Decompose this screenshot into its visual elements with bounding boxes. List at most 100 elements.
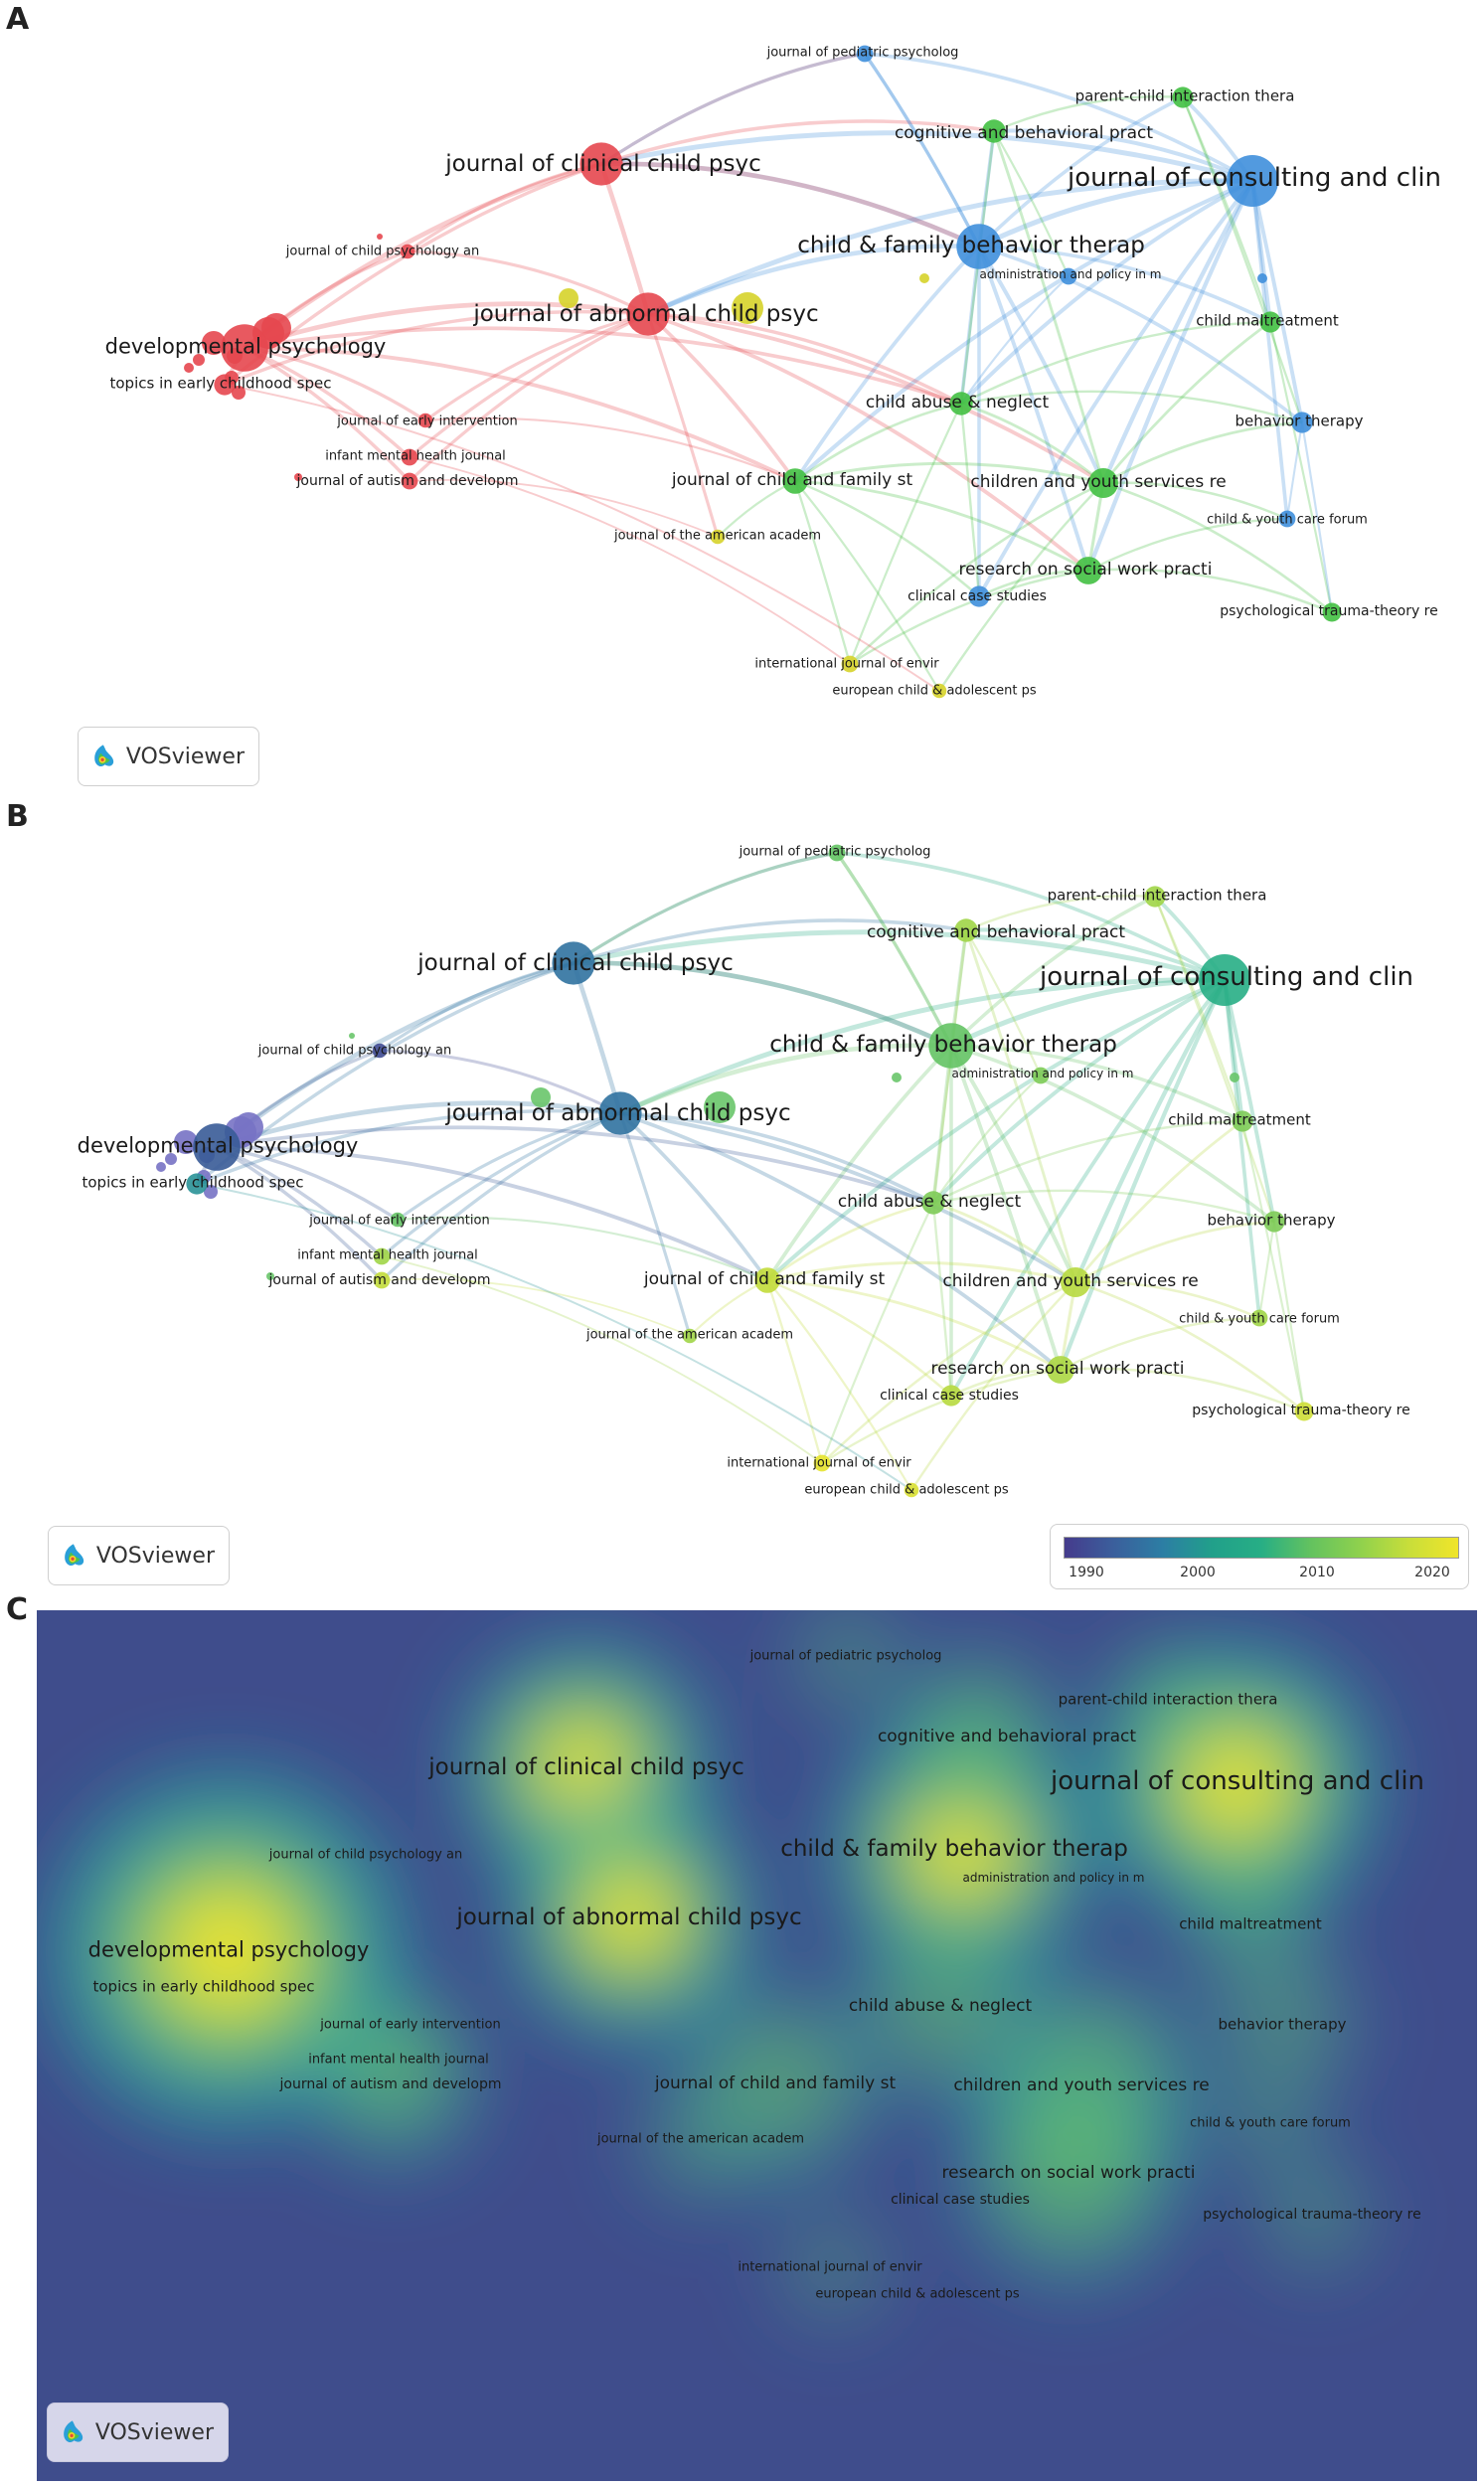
node-child-maltreatment[interactable] <box>1232 1110 1253 1132</box>
edge-link <box>600 52 866 166</box>
edge-link <box>216 1100 621 1150</box>
node-cognitive-and-behavioral-pract[interactable] <box>982 119 1006 143</box>
legend-gradient <box>1064 1537 1459 1559</box>
node-clinical-case-studies[interactable] <box>940 1385 962 1407</box>
density-map-c[interactable]: journal of pediatric psychologparent-chi… <box>0 1590 1484 2485</box>
density-layer <box>49 1610 1383 2335</box>
density-mid <box>996 2098 1147 2249</box>
edge-link <box>766 1260 1076 1284</box>
label-journal-of-child-psychology-an: journal of child psychology an <box>257 1044 451 1059</box>
node-journal-of-the-american-academ[interactable] <box>682 1328 698 1344</box>
node-research-on-social-work-practi[interactable] <box>1047 1356 1074 1384</box>
node-european-child-adolescent-ps[interactable] <box>904 1482 919 1498</box>
edge-link <box>1223 979 1276 1223</box>
node-child-family-behavior-therap[interactable] <box>956 224 1002 269</box>
edge-link <box>765 1279 824 1464</box>
node-cognitive-and-behavioral-pract[interactable] <box>954 918 978 942</box>
node-administration-and-policy-in-m[interactable] <box>1060 267 1077 285</box>
label-journal-of-child-and-family-st: journal of child and family st <box>671 470 913 490</box>
legend-tick-2010: 2010 <box>1299 1565 1335 1580</box>
edge-link <box>793 480 852 665</box>
density-core <box>162 1886 293 2017</box>
node-journal-of-early-intervention[interactable] <box>417 413 433 428</box>
node-child-maltreatment[interactable] <box>1259 311 1281 333</box>
year-color-legend: 1990 2000 2010 2020 <box>1050 1524 1469 1589</box>
node-children-and-youth-services-re[interactable] <box>1061 1267 1090 1297</box>
node-children-and-youth-services-re[interactable] <box>1088 468 1118 498</box>
node-journal-of-consulting-and-clin[interactable] <box>1227 155 1278 207</box>
node-topics-in-early-childhood-spec[interactable] <box>186 1173 208 1195</box>
label-child-abuse-neglect: child abuse & neglect <box>849 1996 1033 2016</box>
node-international-journal-of-envir[interactable] <box>841 655 859 673</box>
node-behavior-therapy[interactable] <box>1291 412 1313 433</box>
node-clinical-case-studies[interactable] <box>968 585 990 607</box>
label-administration-and-policy-in-m: administration and policy in m <box>963 1871 1145 1885</box>
edge-link <box>932 1119 1243 1205</box>
node-journal-of-autism-and-developm[interactable] <box>373 1271 391 1289</box>
node-infant-mental-health-journal[interactable] <box>373 1247 391 1265</box>
node-child-youth-care-forum[interactable] <box>1278 510 1296 528</box>
edge-link <box>224 309 649 387</box>
label-journal-of-the-american-academ: journal of the american academ <box>585 1328 793 1343</box>
node-journal-of-abnormal-child-psyc[interactable] <box>598 1091 642 1135</box>
label-developmental-psychology: developmental psychology <box>88 1937 370 1961</box>
node-journal-of-pediatric-psycholog[interactable] <box>856 45 874 63</box>
node-topics-in-early-childhood-spec[interactable] <box>214 374 236 396</box>
node-european-child-adolescent-ps[interactable] <box>931 683 947 699</box>
node-behavior-therapy[interactable] <box>1263 1211 1285 1233</box>
node-journal-of-abnormal-child-psyc[interactable] <box>626 292 670 336</box>
label-journal-of-child-psychology-an: journal of child psychology an <box>268 1848 462 1863</box>
edge-link <box>196 1183 912 1491</box>
node-child-abuse-neglect[interactable] <box>949 392 973 415</box>
node-journal-of-pediatric-psycholog[interactable] <box>828 844 846 862</box>
edge-link <box>794 480 940 692</box>
node-journal-of-autism-and-developm[interactable] <box>401 472 418 490</box>
node-dot <box>234 1112 263 1142</box>
node-parent-child-interaction-thera[interactable] <box>1172 86 1194 108</box>
density-mid <box>1123 1658 1209 1743</box>
node-child-abuse-neglect[interactable] <box>921 1191 945 1215</box>
node-journal-of-clinical-child-psyc[interactable] <box>552 941 595 985</box>
density-mid <box>1272 2173 1358 2258</box>
node-journal-of-consulting-and-clin[interactable] <box>1199 954 1250 1006</box>
node-dot <box>204 1185 218 1199</box>
edge-link <box>379 961 575 1053</box>
edge-link <box>646 312 797 483</box>
edge-link <box>1181 96 1272 323</box>
node-dot <box>261 313 291 343</box>
node-psychological-trauma-theory-re[interactable] <box>1322 602 1342 622</box>
network-map-a[interactable]: journal of pediatric psychologparent-chi… <box>0 0 1484 795</box>
node-journal-of-child-and-family-st[interactable] <box>782 468 808 494</box>
network-map-b[interactable]: journal of pediatric psychologparent-chi… <box>0 799 1484 1594</box>
node-child-youth-care-forum[interactable] <box>1250 1309 1268 1327</box>
nodes-layer <box>184 45 1342 699</box>
node-journal-of-child-psychology-an[interactable] <box>372 1043 388 1059</box>
node-journal-of-clinical-child-psyc[interactable] <box>579 142 623 186</box>
edge-link <box>600 119 995 166</box>
node-developmental-psychology[interactable] <box>193 1123 241 1171</box>
node-research-on-social-work-practi[interactable] <box>1074 557 1102 584</box>
legend-tick-2000: 2000 <box>1180 1565 1216 1580</box>
vosviewer-label: VOSviewer <box>95 1543 215 1569</box>
node-psychological-trauma-theory-re[interactable] <box>1294 1402 1314 1421</box>
label-child-maltreatment: child maltreatment <box>1196 311 1339 329</box>
node-infant-mental-health-journal[interactable] <box>401 448 418 466</box>
node-journal-of-child-and-family-st[interactable] <box>754 1267 780 1293</box>
node-developmental-psychology[interactable] <box>221 324 268 372</box>
node-journal-of-child-psychology-an[interactable] <box>400 244 415 259</box>
node-international-journal-of-envir[interactable] <box>813 1454 831 1472</box>
edge-link <box>408 312 649 459</box>
node-dot <box>294 473 302 481</box>
edge-link <box>993 130 1071 277</box>
node-child-family-behavior-therap[interactable] <box>928 1023 974 1069</box>
edge-link <box>965 927 1226 982</box>
edge-link <box>965 895 1156 932</box>
node-parent-child-interaction-thera[interactable] <box>1144 886 1166 908</box>
label-journal-of-consulting-and-clin: journal of consulting and clin <box>1039 962 1413 992</box>
label-psychological-trauma-theory-re: psychological trauma-theory re <box>1220 603 1438 619</box>
node-journal-of-the-american-academ[interactable] <box>710 529 726 545</box>
node-administration-and-policy-in-m[interactable] <box>1032 1067 1050 1084</box>
node-journal-of-early-intervention[interactable] <box>390 1212 406 1228</box>
label-child-maltreatment: child maltreatment <box>1179 1914 1322 1932</box>
